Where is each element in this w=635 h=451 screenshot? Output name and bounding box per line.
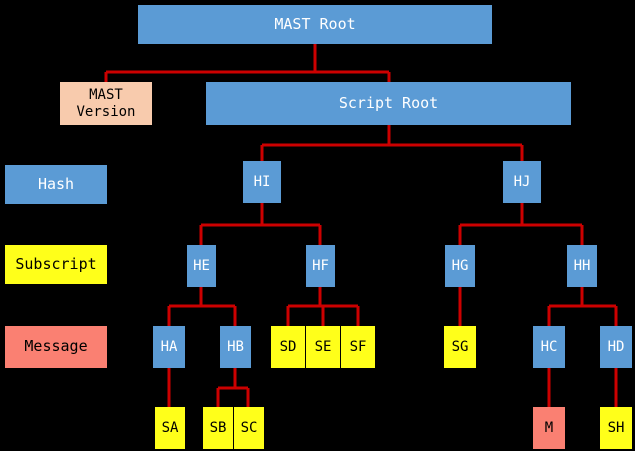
legend-item-message: Message bbox=[5, 326, 107, 368]
node-hd[interactable]: HD bbox=[600, 326, 632, 368]
legend-label-subscript: Subscript bbox=[15, 254, 97, 273]
legend-item-hash: Hash bbox=[5, 165, 107, 204]
node-sg[interactable]: SG bbox=[444, 326, 476, 368]
node-m[interactable]: M bbox=[533, 407, 565, 449]
node-script-root[interactable]: Script Root bbox=[206, 82, 571, 125]
legend-label-hash: Hash bbox=[37, 174, 75, 193]
node-sb[interactable]: SB bbox=[203, 407, 233, 449]
node-sd[interactable]: SD bbox=[271, 326, 305, 368]
legend-label-message: Message bbox=[24, 337, 88, 356]
node-sa[interactable]: SA bbox=[155, 407, 185, 449]
node-hb[interactable]: HB bbox=[220, 326, 251, 368]
node-mast-version[interactable]: MAST Version bbox=[60, 82, 152, 125]
node-hi[interactable]: HI bbox=[243, 161, 281, 203]
node-mast-root[interactable]: MAST Root bbox=[138, 5, 492, 44]
node-hg[interactable]: HG bbox=[445, 245, 475, 287]
node-he[interactable]: HE bbox=[187, 245, 216, 287]
legend-item-subscript: Subscript bbox=[5, 245, 107, 284]
node-hh[interactable]: HH bbox=[567, 245, 597, 287]
node-ha[interactable]: HA bbox=[153, 326, 185, 368]
node-sh[interactable]: SH bbox=[600, 407, 632, 449]
node-hj[interactable]: HJ bbox=[503, 161, 541, 203]
node-sf[interactable]: SF bbox=[341, 326, 375, 368]
node-hf[interactable]: HF bbox=[306, 245, 335, 287]
node-se[interactable]: SE bbox=[306, 326, 340, 368]
node-hc[interactable]: HC bbox=[533, 326, 565, 368]
node-sc[interactable]: SC bbox=[234, 407, 264, 449]
